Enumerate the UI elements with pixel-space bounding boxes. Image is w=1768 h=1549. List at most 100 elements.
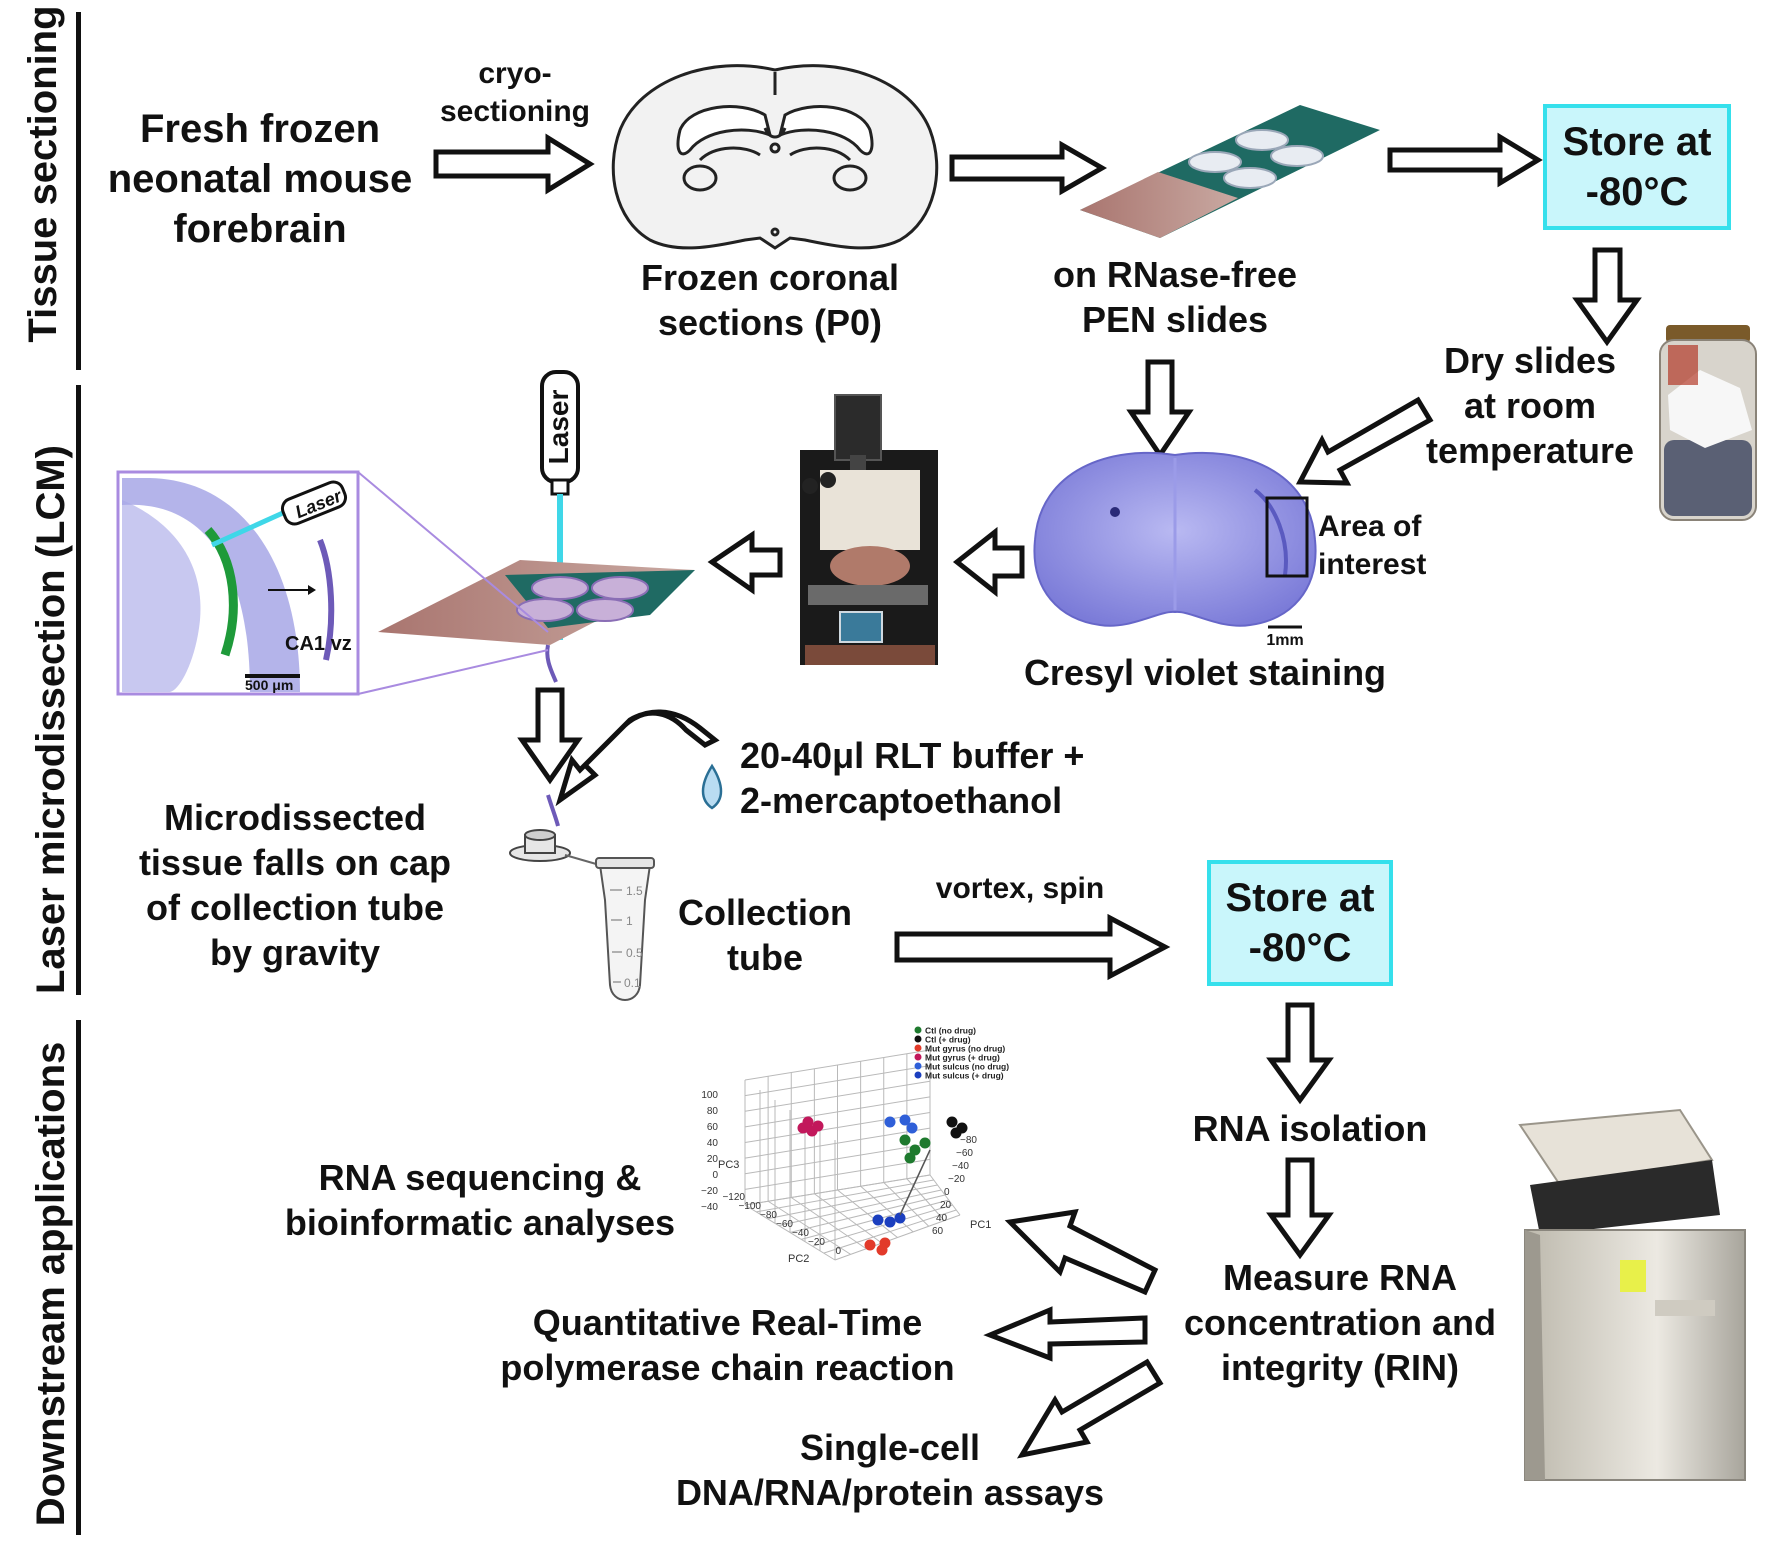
rna-isolation-label: RNA isolation: [1192, 1108, 1428, 1149]
store-box-2: Store at-80°C: [1207, 860, 1393, 986]
lcm-microscope-photo: [800, 394, 938, 665]
arrow-to-rnaseq: [1004, 1208, 1159, 1296]
bioanalyzer-photo: [1518, 1108, 1746, 1481]
legend-marker: [914, 1026, 922, 1034]
arrow-isolation-down: [1266, 1157, 1334, 1260]
pca-point-4-0: [872, 1214, 884, 1226]
pca-point-1-2: [906, 1122, 918, 1134]
pca-axis-pc2: PC2: [788, 1253, 809, 1265]
pca-point-1-1: [899, 1114, 911, 1126]
inset-micrograph: [116, 470, 360, 696]
scale-1mm-label: 1mm: [1266, 632, 1303, 649]
arrow-to-qpcr: [983, 1306, 1148, 1362]
collection-tube-icon: [595, 857, 655, 1001]
pen-slide-row1: [1080, 105, 1380, 238]
legend-label: Mut sulcus (+ drug): [925, 1071, 1004, 1081]
pc3-tick: 0: [712, 1170, 718, 1181]
pc3-tick: 60: [707, 1122, 719, 1133]
pca-point-2-2: [919, 1137, 931, 1149]
pc1-tick: −40: [952, 1161, 969, 1172]
pen-slide-row2: [378, 560, 695, 645]
ca1-label: CA1 vz: [285, 633, 352, 655]
falling-tissue-2: [546, 794, 560, 827]
legend-label: Ctl (no drug): [925, 1026, 976, 1036]
inset-leader-top: [357, 471, 549, 633]
arrow-to-store1: [1387, 132, 1543, 188]
pc2-tick: −120: [722, 1192, 745, 1203]
arrow-pipette-curve: [555, 709, 720, 807]
pca-point-4-2: [894, 1212, 906, 1224]
legend-marker: [914, 1053, 922, 1061]
jar-photo: [1659, 325, 1757, 521]
scale-500-label: 500 μm: [245, 677, 293, 693]
pca-legend: Ctl (no drug)Ctl (+ drug)Mut gyrus (no d…: [914, 1026, 1009, 1081]
pca-point-2-0: [899, 1134, 911, 1146]
cresyl-violet-label: Cresyl violet staining: [1023, 652, 1387, 693]
pca-axis-line: [899, 1149, 931, 1216]
legend-marker: [914, 1062, 922, 1070]
pc2-tick: 0: [835, 1246, 841, 1257]
arrow-slide-down: [517, 687, 583, 785]
laser-device: [540, 370, 580, 496]
laser-label: Laser: [543, 390, 574, 465]
legend-label: Ctl (+ drug): [925, 1035, 971, 1045]
pc3-tick: 40: [707, 1138, 719, 1149]
pca-point-0-2: [812, 1120, 824, 1132]
legend-label: Mut sulcus (no drug): [925, 1062, 1009, 1072]
pc2-tick: −80: [760, 1210, 777, 1221]
pc1-tick: −80: [960, 1135, 977, 1146]
section-bar-lcm: [76, 385, 81, 995]
arrow-microscope-to-slide: [707, 530, 783, 595]
pca-tick-labels: 100806040200−20−40−120−100−80−60−40−200−…: [701, 1090, 977, 1257]
pc3-tick: 80: [707, 1106, 719, 1117]
arrow-pen-down: [1126, 359, 1194, 460]
arrow-to-singlecell: [1016, 1358, 1164, 1459]
arrow-vortex: [894, 913, 1171, 981]
pca-point-1-0: [884, 1116, 896, 1128]
pca-point-5-0: [864, 1239, 876, 1251]
pc3-tick: −40: [701, 1202, 718, 1213]
pca-points: [797, 1114, 968, 1256]
area-of-interest-box: [1265, 496, 1309, 578]
pc3-tick: −20: [701, 1186, 718, 1197]
pca-axis-pc1: PC1: [970, 1219, 991, 1231]
pca-point-4-1: [884, 1216, 896, 1228]
cryo-sectioning-label: cryo-sectioning: [439, 57, 590, 128]
store-box-1: Store at-80°C: [1543, 104, 1731, 230]
pc2-tick: −100: [738, 1201, 761, 1212]
cresyl-brain-image: [1033, 451, 1317, 629]
vortex-spin-label: vortex, spin: [935, 872, 1105, 905]
pc2-tick: −40: [792, 1228, 809, 1239]
arrow-store1-down: [1572, 247, 1642, 347]
legend-marker: [914, 1044, 922, 1052]
pca-point-3-0: [946, 1116, 958, 1128]
legend-label: Mut gyrus (no drug): [925, 1044, 1005, 1054]
buffer-drop-icon: [701, 763, 723, 810]
pca-point-0-3: [802, 1116, 814, 1128]
legend-marker: [914, 1035, 922, 1043]
pc1-tick: 20: [940, 1200, 952, 1211]
rlt-buffer-label: 20-40μl RLT buffer +2-mercaptoethanol: [740, 735, 1085, 821]
pca-point-5-2: [876, 1244, 888, 1256]
legend-marker: [914, 1071, 922, 1079]
legend-label: Mut gyrus (+ drug): [925, 1053, 1000, 1063]
tube-mark-1: 1: [626, 914, 633, 928]
tube-mark-0-1: 0.1: [624, 976, 641, 990]
pca-point-3-2: [950, 1127, 962, 1139]
pc3-tick: 100: [701, 1090, 718, 1101]
pc1-tick: 60: [932, 1226, 944, 1237]
arrow-cryo: [433, 133, 595, 195]
arrow-brain-to-microscope: [952, 526, 1025, 598]
inset-leader-bottom: [357, 649, 549, 695]
section-bar-downstream: [76, 1020, 81, 1535]
pc1-tick: 0: [944, 1187, 950, 1198]
